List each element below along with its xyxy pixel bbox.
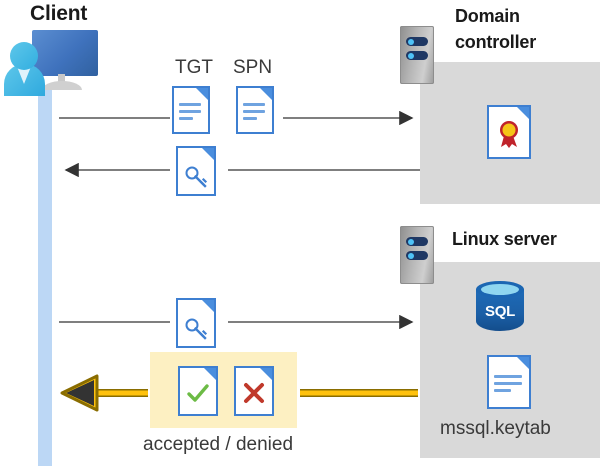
document-service-ticket-icon xyxy=(176,298,216,348)
close-icon xyxy=(244,383,264,403)
key-icon xyxy=(185,318,208,340)
document-tgt-icon xyxy=(172,86,210,134)
client-title: Client xyxy=(30,2,88,25)
key-icon xyxy=(185,166,208,188)
keytab-filename-label: mssql.keytab xyxy=(440,418,551,439)
server-led-bar xyxy=(406,237,428,246)
document-certificate-icon xyxy=(487,105,531,159)
sql-database-label: SQL xyxy=(485,303,515,320)
document-denied-icon xyxy=(234,366,274,416)
document-spn-icon xyxy=(236,86,274,134)
monitor-base xyxy=(42,81,82,90)
domain-controller-title-line2: controller xyxy=(455,32,537,52)
sql-database-icon: SQL xyxy=(476,281,524,339)
linux-server-icon xyxy=(400,226,434,284)
document-service-ticket-icon xyxy=(176,146,216,196)
client-lifeline xyxy=(38,88,52,466)
spn-label: SPN xyxy=(233,57,273,78)
server-led-bar xyxy=(406,51,428,60)
server-led-bar xyxy=(406,37,428,46)
user-head-icon xyxy=(10,42,38,70)
monitor-screen-icon xyxy=(32,30,98,76)
document-keytab-icon xyxy=(487,355,531,409)
certificate-rosette-icon xyxy=(500,121,518,149)
check-icon xyxy=(187,384,209,402)
client-workstation-icon xyxy=(4,24,100,96)
monitor-neck xyxy=(58,74,65,83)
domain-controller-server-icon xyxy=(400,26,434,84)
tgt-label: TGT xyxy=(175,57,213,78)
server-led-bar xyxy=(406,251,428,260)
linux-server-title: Linux server xyxy=(452,229,557,249)
domain-controller-title: Domain controller xyxy=(455,3,600,55)
accepted-denied-highlight xyxy=(150,352,297,428)
document-accepted-icon xyxy=(178,366,218,416)
accepted-denied-label: accepted / denied xyxy=(143,434,294,455)
domain-controller-title-line1: Domain xyxy=(455,6,520,26)
